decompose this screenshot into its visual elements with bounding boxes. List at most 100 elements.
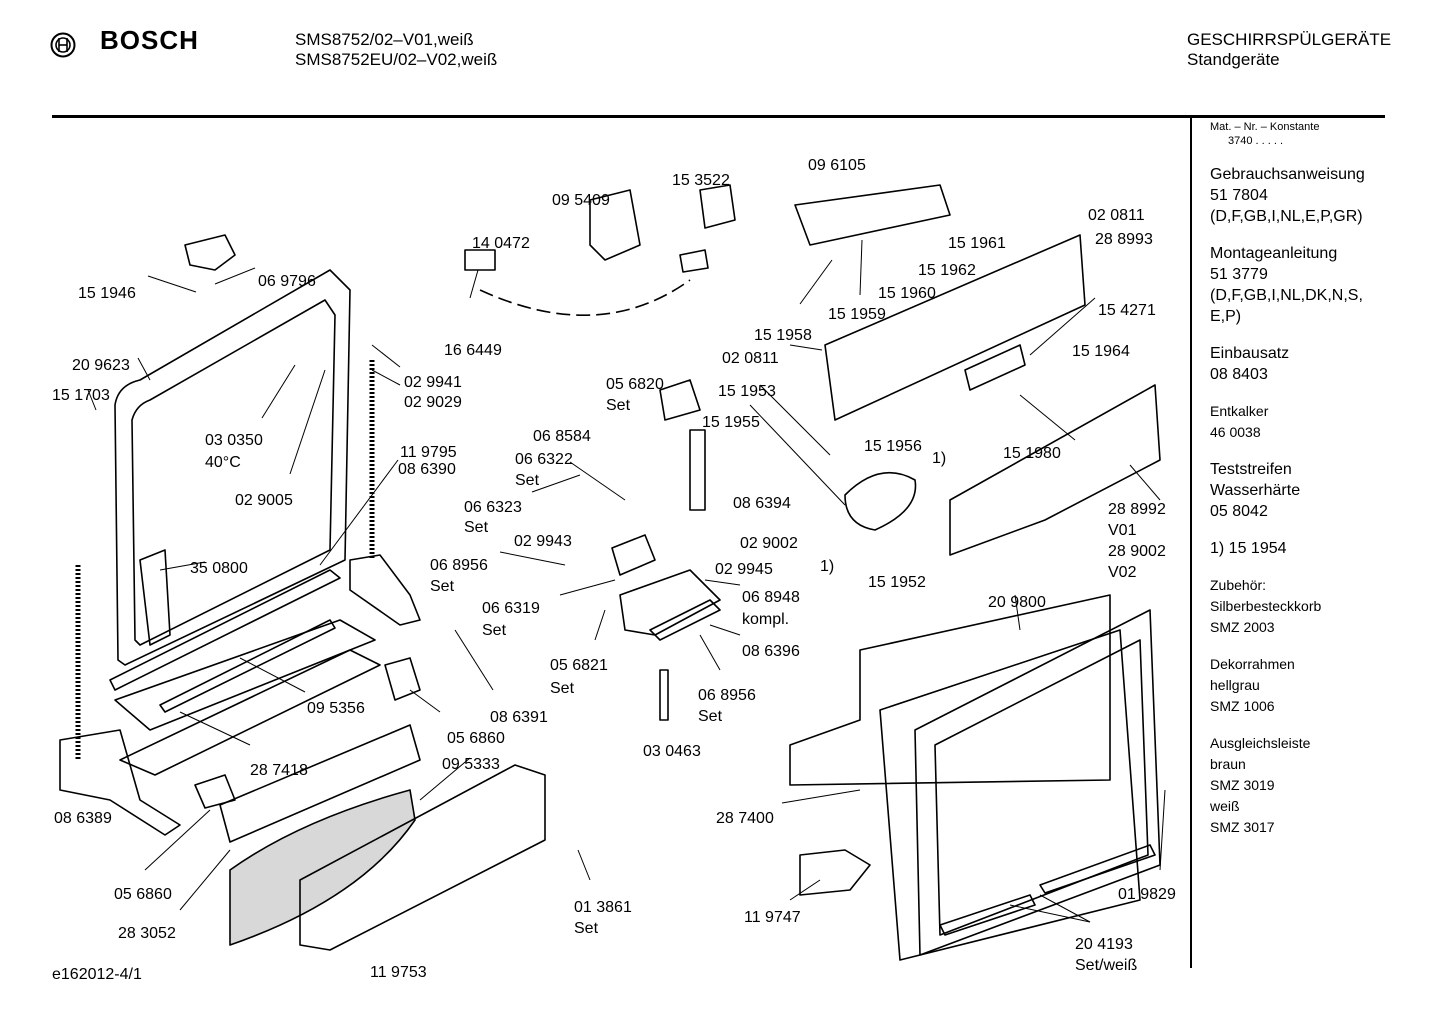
- sidebar-line: SMZ 2003: [1210, 619, 1275, 635]
- connector-left: [464, 249, 496, 271]
- part-number-label: 1): [932, 450, 946, 467]
- part-number-label: Set: [550, 680, 575, 697]
- part-number-label: 15 1980: [1003, 445, 1061, 462]
- inner-door-inner: [131, 299, 336, 646]
- appliance-category: GESCHIRRSPÜLGERÄTE Standgeräte: [1187, 30, 1391, 70]
- part-number-label: 15 1953: [718, 383, 776, 400]
- outer-door-frame: [879, 629, 1141, 961]
- category-line: Standgeräte: [1187, 50, 1280, 69]
- part-number-label: Set: [482, 622, 507, 639]
- sidebar-line: Einbausatz: [1210, 345, 1290, 362]
- strip-mid: [159, 619, 336, 713]
- part-number-label: Set: [606, 397, 631, 414]
- part-number-label: Set: [515, 472, 540, 489]
- part-number-label: 08 6396: [742, 643, 800, 660]
- sidebar-line: Wasserhärte: [1210, 482, 1301, 499]
- part-number-label: 06 6319: [482, 600, 540, 617]
- part-number-label: 06 6323: [464, 499, 522, 516]
- toe-kick: [299, 764, 546, 951]
- panel-cover: [949, 384, 1161, 556]
- tray-lower: [119, 649, 381, 776]
- upper-bracket: [184, 234, 236, 271]
- part-number-label: 15 1959: [828, 306, 886, 323]
- wax-motor: [659, 669, 669, 721]
- part-number-label: 09 5409: [552, 192, 610, 209]
- part-number-label: 05 6860: [447, 730, 505, 747]
- part-number-label: 05 6820: [606, 376, 664, 393]
- part-number-label: 02 9941: [404, 374, 462, 391]
- part-number-label: Set/weiß: [1075, 957, 1137, 974]
- part-number-label: 11 9747: [744, 909, 801, 926]
- header-divider: [52, 115, 1385, 118]
- part-number-label: 08 6390: [398, 461, 456, 478]
- part-number-label: 02 0811: [722, 350, 779, 367]
- side-panel: [789, 594, 1111, 786]
- part-number-label: V02: [1108, 564, 1137, 581]
- sidebar-line: 51 3779: [1210, 266, 1268, 283]
- part-number-label: 06 8956: [430, 557, 488, 574]
- part-number-label: 09 5333: [442, 756, 500, 773]
- part-number-label: 15 4271: [1098, 302, 1156, 319]
- part-number-label: 11 9753: [370, 964, 427, 981]
- part-number-label: 14 0472: [472, 235, 530, 252]
- part-number-label: 15 1964: [1072, 343, 1130, 360]
- category-line: GESCHIRRSPÜLGERÄTE: [1187, 30, 1392, 49]
- sidebar-line: Teststreifen: [1210, 461, 1292, 478]
- mat-value: 3740 . . . . .: [1228, 135, 1284, 147]
- hinge-lower: [799, 849, 871, 896]
- sidebar-line: Gebrauchsanweisung: [1210, 166, 1365, 183]
- part-number-label: 03 0463: [643, 743, 701, 760]
- sidebar-line: Ausgleichsleiste: [1210, 735, 1311, 751]
- sidebar-line: 08 8403: [1210, 366, 1268, 383]
- sidebar-line: weiß: [1210, 798, 1240, 814]
- frame-profile-bottom: [939, 894, 1036, 936]
- sidebar-line: Silberbesteckkorb: [1210, 598, 1322, 614]
- control-panel: [824, 234, 1086, 421]
- part-number-label: 28 8993: [1095, 231, 1153, 248]
- part-number-label: 15 1703: [52, 387, 110, 404]
- sidebar-block: Einbausatz 08 8403: [1210, 343, 1425, 385]
- part-number-label: 15 1955: [702, 414, 760, 431]
- part-number-label: 40°C: [205, 454, 241, 471]
- sidebar-line: 46 0038: [1210, 424, 1261, 440]
- sidebar-line: (D,F,GB,I,NL,E,P,GR): [1210, 208, 1363, 225]
- part-number-label: 08 6389: [54, 810, 112, 827]
- part-number-label: 01 9829: [1118, 886, 1176, 903]
- part-number-label: 01 3861: [574, 899, 632, 916]
- module-board: [794, 184, 951, 246]
- accessory-sidebar: Mat. – Nr. – Konstante 3740 . . . . . Ge…: [1210, 120, 1425, 838]
- sidebar-line: E,P): [1210, 308, 1242, 325]
- part-number-label: 06 6322: [515, 451, 573, 468]
- part-number-label: 15 1962: [918, 262, 976, 279]
- pressure-unit: [699, 184, 736, 229]
- bosch-logo-icon: [50, 32, 76, 58]
- frame-profile-right: [1039, 844, 1156, 894]
- part-number-label: Set: [430, 578, 455, 595]
- part-number-label: 35 0800: [190, 560, 248, 577]
- part-number-label: 02 9945: [715, 561, 773, 578]
- part-number-label: V01: [1108, 522, 1137, 539]
- part-number-label: 06 8948: [742, 589, 800, 606]
- diagram-code: e162012-4/1: [52, 966, 142, 983]
- dispenser-housing: [619, 569, 721, 636]
- part-number-label: Set: [464, 519, 489, 536]
- sidebar-line: SMZ 1006: [1210, 698, 1275, 714]
- part-number-label: 15 1956: [864, 438, 922, 455]
- part-number-label: 28 7418: [250, 762, 308, 779]
- part-number-label: 03 0350: [205, 432, 263, 449]
- strip-top: [109, 569, 341, 691]
- part-number-label: 15 3522: [672, 172, 730, 189]
- panel-handle: [964, 344, 1026, 391]
- part-number-label: 15 1961: [948, 235, 1006, 252]
- mat-label: Mat. – Nr. – Konstante: [1210, 121, 1320, 133]
- part-number-label: Set: [698, 708, 723, 725]
- sidebar-line: 05 8042: [1210, 503, 1268, 520]
- part-number-label: 06 8584: [533, 428, 591, 445]
- part-number-label: 15 1952: [868, 574, 926, 591]
